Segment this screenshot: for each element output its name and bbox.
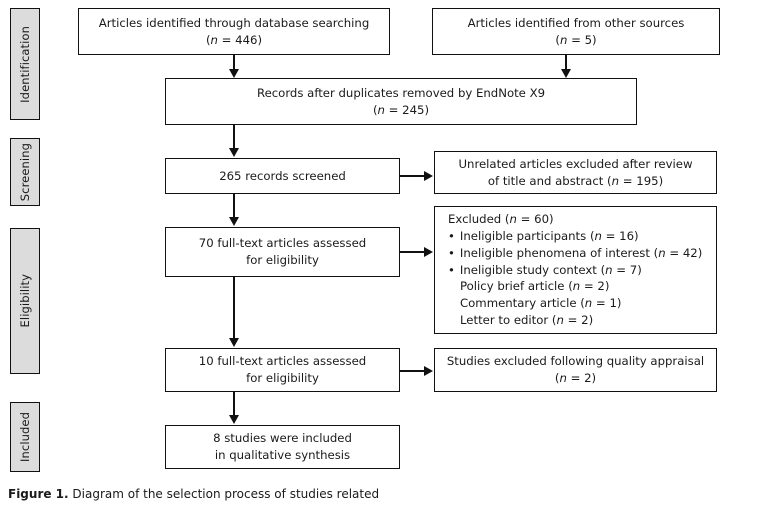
connector-screened-to-unrelated — [400, 175, 425, 177]
list-item: Policy brief article (n = 2) — [460, 279, 610, 294]
box-database-search-line1: Articles identified through database sea… — [98, 15, 370, 30]
box-included-studies-line2: in qualitative synthesis — [214, 448, 351, 462]
arrowhead-fulltext10-to-quality — [424, 365, 433, 376]
arrowhead-screened-to-fulltext70 — [228, 217, 239, 226]
box-database-search: Articles identified through database sea… — [78, 8, 390, 55]
box-excluded-detail: Excluded (n = 60) Ineligible participant… — [434, 206, 717, 334]
list-item: Ineligible participants (n = 16) — [448, 228, 710, 245]
box-excluded-detail-heading: Excluded (n = 60) — [448, 212, 554, 227]
connector-duplicates-to-screened — [233, 125, 235, 149]
connector-other-to-duplicates — [565, 55, 567, 70]
stage-eligibility-label: Eligibility — [18, 274, 32, 328]
stage-screening: Screening — [10, 138, 40, 206]
box-other-sources-count: (n = 5) — [555, 32, 597, 47]
excluded-reason-list: Ineligible participants (n = 16) Ineligi… — [448, 228, 710, 328]
box-fulltext-10-line2: for eligibility — [246, 371, 319, 385]
box-records-screened-line1: 265 records screened — [219, 168, 346, 183]
list-item: Letter to editor (n = 2) — [460, 312, 594, 327]
stage-identification: Identification — [10, 8, 40, 120]
connector-screened-to-fulltext70 — [233, 194, 235, 218]
arrowhead-screened-to-unrelated — [424, 170, 433, 181]
figure-number: Figure 1. — [8, 487, 69, 501]
box-included-studies-line1: 8 studies were included — [213, 431, 352, 446]
box-fulltext-10-line1: 10 full-text articles assessed — [198, 354, 367, 369]
stage-included-label: Included — [18, 412, 32, 462]
box-fulltext-70: 70 full-text articles assessed for eligi… — [165, 227, 400, 277]
arrowhead-fulltext10-to-included — [228, 415, 239, 424]
list-item: Commentary article (n = 1) — [460, 296, 622, 311]
box-unrelated-excluded: Unrelated articles excluded after review… — [434, 151, 717, 194]
box-quality-excluded-count: (n = 2) — [554, 371, 597, 385]
arrowhead-fulltext70-to-excluded — [424, 246, 433, 257]
box-duplicates-removed-line1: Records after duplicates removed by EndN… — [256, 85, 546, 100]
box-unrelated-excluded-line1: Unrelated articles excluded after review — [458, 156, 693, 171]
arrowhead-fulltext70-to-fulltext10 — [228, 338, 239, 347]
box-duplicates-removed: Records after duplicates removed by EndN… — [165, 78, 637, 125]
box-fulltext-10: 10 full-text articles assessed for eligi… — [165, 348, 400, 392]
stage-identification-label: Identification — [18, 25, 32, 103]
stage-screening-label: Screening — [18, 142, 32, 202]
connector-fulltext10-to-quality — [400, 370, 425, 372]
box-included-studies: 8 studies were included in qualitative s… — [165, 425, 400, 469]
box-unrelated-excluded-line2: of title and abstract (n = 195) — [487, 173, 664, 188]
connector-fulltext70-to-fulltext10 — [233, 277, 235, 339]
list-item: Ineligible study context (n = 7) — [448, 262, 710, 279]
arrowhead-database-to-duplicates — [228, 69, 239, 78]
box-fulltext-70-line2: for eligibility — [246, 253, 319, 267]
box-database-search-count: (n = 446) — [205, 32, 263, 47]
stage-eligibility: Eligibility — [10, 228, 40, 374]
figure-caption: Figure 1. Diagram of the selection proce… — [8, 487, 379, 501]
box-fulltext-70-line1: 70 full-text articles assessed — [198, 236, 367, 251]
arrowhead-duplicates-to-screened — [228, 148, 239, 157]
box-records-screened: 265 records screened — [165, 158, 400, 194]
stage-included: Included — [10, 402, 40, 472]
box-duplicates-removed-count: (n = 245) — [372, 102, 430, 117]
box-quality-excluded-line1: Studies excluded following quality appra… — [446, 354, 705, 369]
list-item: Ineligible phenomena of interest (n = 42… — [448, 245, 710, 262]
box-other-sources-line1: Articles identified from other sources — [467, 15, 685, 30]
box-other-sources: Articles identified from other sources (… — [432, 8, 720, 55]
arrowhead-other-to-duplicates — [560, 69, 571, 78]
connector-fulltext10-to-included — [233, 392, 235, 416]
connector-database-to-duplicates — [233, 55, 235, 70]
figure-caption-text: Diagram of the selection process of stud… — [68, 487, 380, 501]
connector-fulltext70-to-excluded — [400, 251, 425, 253]
box-quality-excluded: Studies excluded following quality appra… — [434, 348, 717, 392]
